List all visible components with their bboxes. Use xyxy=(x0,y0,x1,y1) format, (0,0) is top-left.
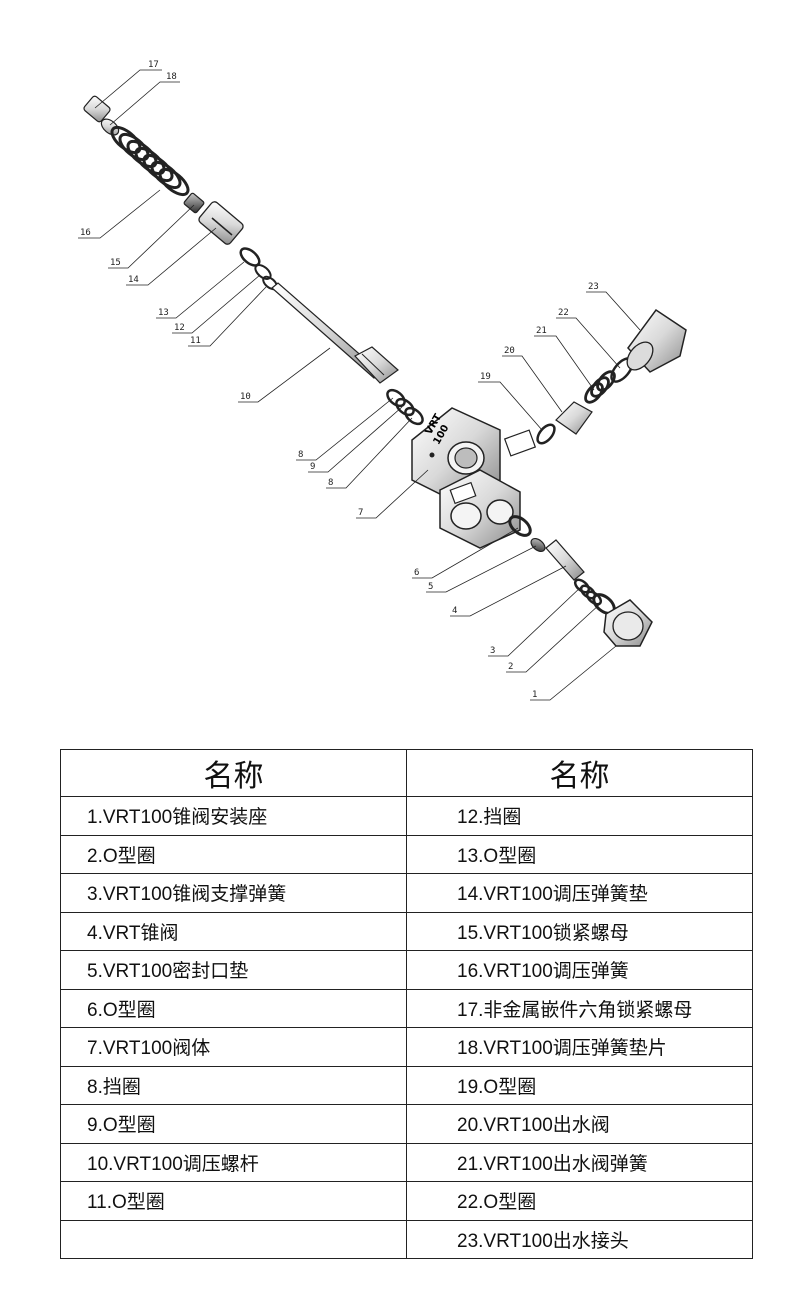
callout-23: 23 xyxy=(588,282,599,292)
part-20-outlet-valve xyxy=(555,401,593,435)
part-14-spring-seat xyxy=(198,201,244,245)
part-16-spring xyxy=(110,125,190,197)
callout-6: 6 xyxy=(414,568,419,578)
part-9-o-ring xyxy=(395,397,415,417)
part-5-seal-pad xyxy=(530,537,546,553)
callout-16: 16 xyxy=(80,228,91,238)
part-cell-right: 12.挡圈 xyxy=(406,796,753,836)
part-cell-right: 18.VRT100调压弹簧垫片 xyxy=(406,1027,753,1067)
callout-2: 2 xyxy=(508,662,513,672)
column-header-name-left: 名称 xyxy=(60,749,407,797)
callout-9: 9 xyxy=(310,462,315,472)
callout-11: 11 xyxy=(190,336,201,346)
callout-20: 20 xyxy=(504,346,515,356)
leader-lines xyxy=(78,69,641,701)
callout-numbers: 17 18 16 15 14 13 12 11 10 8 9 8 7 6 5 4… xyxy=(80,60,599,700)
callout-1: 1 xyxy=(532,690,537,700)
part-8-retaining-ring-b xyxy=(404,406,424,426)
part-cell-left: 2.O型圈 xyxy=(60,834,407,874)
part-cell-right: 14.VRT100调压弹簧垫 xyxy=(406,873,753,913)
part-cell-left: 1.VRT100锥阀安装座 xyxy=(60,796,407,836)
part-cell-right: 19.O型圈 xyxy=(406,1065,753,1105)
part-cell-right: 22.O型圈 xyxy=(406,1181,753,1221)
callout-8b: 8 xyxy=(328,478,333,488)
part-1-mount-seat xyxy=(603,599,653,647)
callout-4: 4 xyxy=(452,606,457,616)
part-cell-right: 21.VRT100出水阀弹簧 xyxy=(406,1142,753,1182)
part-4-cone-valve xyxy=(545,539,585,581)
part-23-outlet-connector xyxy=(626,308,687,373)
callout-18: 18 xyxy=(166,72,177,82)
part-cell-left: 10.VRT100调压螺杆 xyxy=(60,1142,407,1182)
part-cell-left: 9.O型圈 xyxy=(60,1104,407,1144)
table-header-row: 名称 名称 xyxy=(60,749,753,797)
part-cell-right: 20.VRT100出水阀 xyxy=(406,1104,753,1144)
part-18-washer xyxy=(100,118,120,136)
part-6-o-ring xyxy=(508,515,532,537)
part-cell-left: 7.VRT100阀体 xyxy=(60,1027,407,1067)
callout-22: 22 xyxy=(558,308,569,318)
part-cell-right: 15.VRT100锁紧螺母 xyxy=(406,911,753,951)
part-cell-left: 11.O型圈 xyxy=(60,1181,407,1221)
callout-19: 19 xyxy=(480,372,491,382)
callout-15: 15 xyxy=(110,258,121,268)
callout-12: 12 xyxy=(174,323,185,333)
callout-5: 5 xyxy=(428,582,433,592)
callout-14: 14 xyxy=(128,275,139,285)
callout-21: 21 xyxy=(536,326,547,336)
part-cell-right: 16.VRT100调压弹簧 xyxy=(406,950,753,990)
part-cell-right: 13.O型圈 xyxy=(406,834,753,874)
part-17-lock-nut xyxy=(83,95,111,123)
part-15-lock-nut xyxy=(183,192,205,214)
part-cell-left: 5.VRT100密封口垫 xyxy=(60,950,407,990)
column-header-name-right: 名称 xyxy=(406,749,753,797)
part-cell-right: 23.VRT100出水接头 xyxy=(406,1219,753,1259)
part-19-o-ring xyxy=(536,423,556,445)
part-10-adjusting-screw xyxy=(271,282,399,384)
part-cell-left xyxy=(60,1219,407,1259)
callout-13: 13 xyxy=(158,308,169,318)
part-cell-left: 4.VRT锥阀 xyxy=(60,911,407,951)
part-cell-right: 17.非金属嵌件六角锁紧螺母 xyxy=(406,988,753,1028)
part-cell-left: 3.VRT100锥阀支撑弹簧 xyxy=(60,873,407,913)
part-3-support-spring xyxy=(573,578,603,606)
exploded-view-diagram: VRT 100 xyxy=(78,60,687,701)
part-8-retaining-ring xyxy=(386,388,406,408)
part-cell-left: 8.挡圈 xyxy=(60,1065,407,1105)
table-row: 23.VRT100出水接头 xyxy=(60,1219,753,1259)
callout-7: 7 xyxy=(358,508,363,518)
callout-3: 3 xyxy=(490,646,495,656)
callout-8a: 8 xyxy=(298,450,303,460)
callout-10: 10 xyxy=(240,392,251,402)
part-cell-left: 6.O型圈 xyxy=(60,988,407,1028)
part-7-valve-body: VRT 100 xyxy=(411,407,537,549)
callout-17: 17 xyxy=(148,60,159,70)
